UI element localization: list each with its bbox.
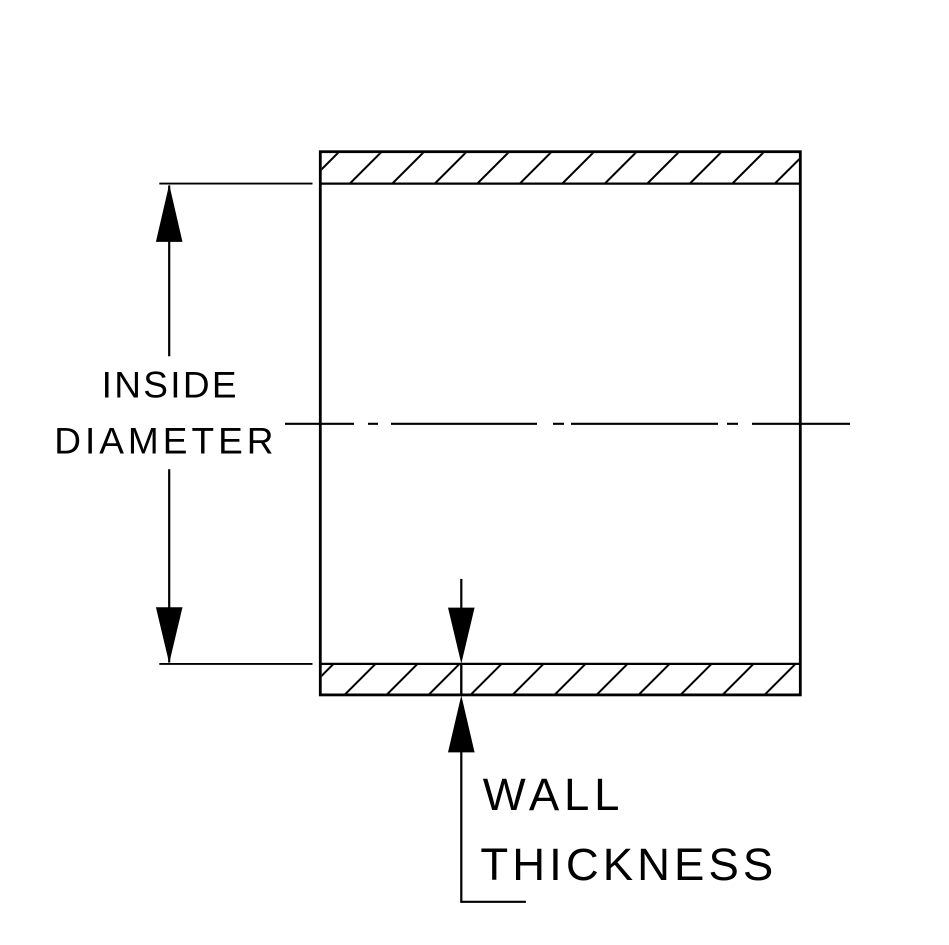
svg-text:DIAMETER: DIAMETER: [54, 421, 273, 462]
svg-text:WALL: WALL: [483, 769, 620, 820]
svg-text:INSIDE: INSIDE: [102, 364, 237, 405]
svg-text:THICKNESS: THICKNESS: [480, 839, 773, 890]
